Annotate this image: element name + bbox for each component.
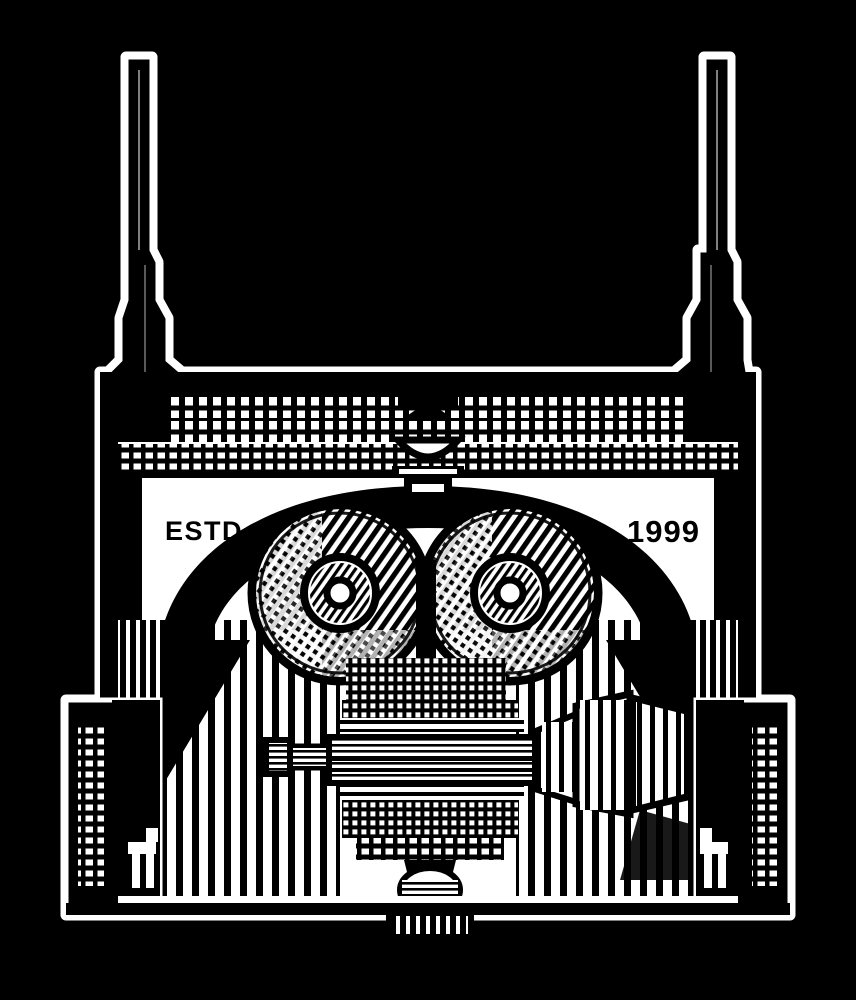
bottom-plinth [66, 896, 790, 915]
estd-label: ESTD [165, 516, 243, 546]
film-reel-left [247, 500, 433, 686]
established-year: 1999 [627, 514, 700, 549]
top-dome-finial [390, 392, 466, 478]
film-reel-right [417, 500, 603, 686]
camera-lens-barrel [535, 689, 712, 880]
established-text-group: ESTD 1999 [165, 514, 700, 549]
camera-hand-crank [263, 737, 331, 777]
lower-pedestals [63, 697, 793, 918]
movie-camera [263, 658, 712, 938]
